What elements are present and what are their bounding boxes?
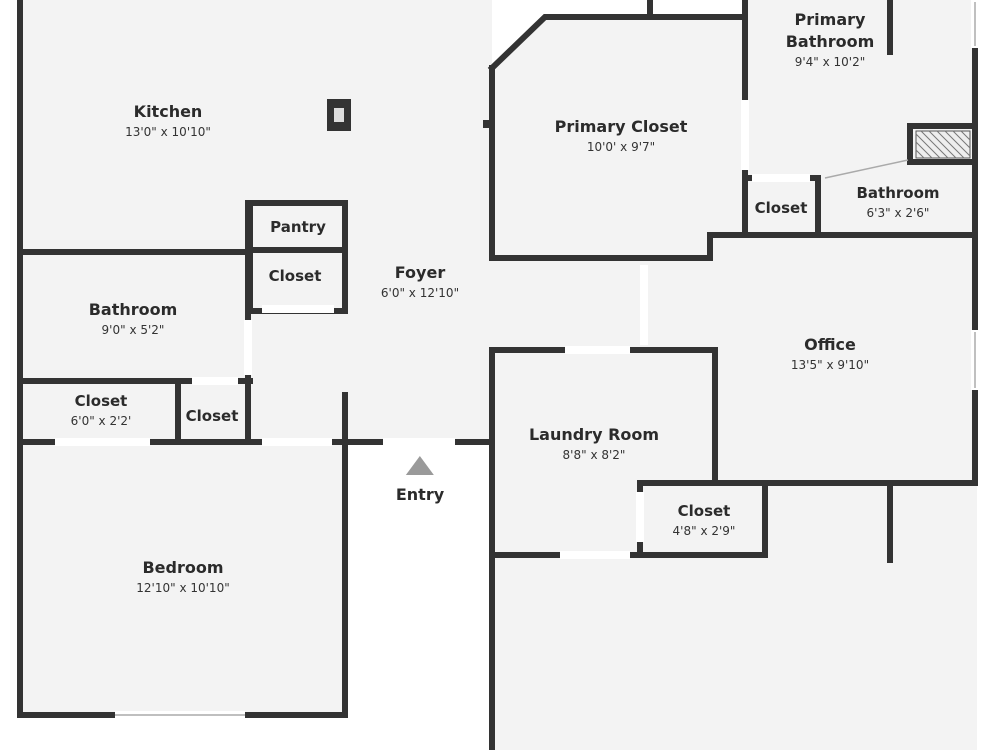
- room-name: Pantry: [270, 218, 326, 236]
- room-dimensions: 4'8" x 2'9": [672, 524, 736, 538]
- room-laundry: Laundry Room 8'8" x 8'2": [529, 424, 659, 464]
- room-dimensions: 8'8" x 8'2": [562, 448, 626, 462]
- room-dimensions: 13'5" x 9'10": [790, 358, 870, 372]
- room-closet-primary: Closet: [755, 197, 808, 219]
- room-closet-west: Closet 6'0" x 2'2': [71, 390, 132, 430]
- room-foyer: Foyer 6'0" x 12'10": [381, 262, 459, 302]
- room-name: Office: [804, 335, 856, 354]
- room-name: Closet: [677, 502, 731, 520]
- room-bedroom: Bedroom 12'10" x 10'10": [136, 557, 229, 597]
- room-primary-closet: Primary Closet 10'0' x 9'7": [555, 116, 688, 156]
- floor-areas: [20, 0, 977, 750]
- room-closet-small: Closet: [186, 405, 239, 427]
- room-office: Office 13'5" x 9'10": [791, 334, 869, 374]
- room-pantry: Pantry: [270, 216, 326, 238]
- room-name: Kitchen: [133, 102, 203, 121]
- room-dimensions: 12'10" x 10'10": [136, 581, 230, 595]
- fixtures: [327, 99, 971, 159]
- room-name: Bedroom: [142, 558, 224, 577]
- room-bathroom-east: Bathroom 6'3" x 2'6": [856, 182, 939, 222]
- room-name: Primary Closet: [554, 117, 688, 136]
- room-dimensions: 13'0" x 10'10": [125, 125, 211, 139]
- room-name: Closet: [74, 392, 128, 410]
- room-name: Bathroom: [856, 184, 940, 202]
- room-name: Closet: [268, 267, 322, 285]
- room-name: Bathroom: [88, 300, 178, 319]
- room-name: Foyer: [394, 263, 446, 282]
- room-dimensions: 6'0" x 12'10": [380, 286, 460, 300]
- entry-label: Entry: [395, 485, 445, 504]
- room-name: Closet: [185, 407, 239, 425]
- room-closet-pantry-side: Closet: [269, 265, 322, 287]
- room-dimensions: 6'0" x 2'2': [70, 414, 132, 428]
- room-name: Laundry Room: [528, 425, 660, 444]
- entry-marker: Entry: [396, 456, 444, 504]
- room-kitchen: Kitchen 13'0" x 10'10": [125, 101, 211, 141]
- room-name: Closet: [754, 199, 808, 217]
- room-name: Primary Bathroom: [785, 10, 875, 51]
- room-dimensions: 10'0' x 9'7": [586, 140, 656, 154]
- room-bathroom-west: Bathroom 9'0" x 5'2": [89, 299, 178, 339]
- room-primary-bathroom: Primary Bathroom 9'4" x 10'2": [770, 9, 890, 71]
- room-closet-laundry: Closet 4'8" x 2'9": [673, 500, 736, 540]
- room-dimensions: 6'3" x 2'6": [866, 206, 930, 220]
- room-dimensions: 9'0" x 5'2": [101, 323, 165, 337]
- door-swing-lines: [115, 2, 976, 716]
- entry-arrow-icon: [405, 456, 434, 475]
- room-dimensions: 9'4" x 10'2": [794, 55, 866, 69]
